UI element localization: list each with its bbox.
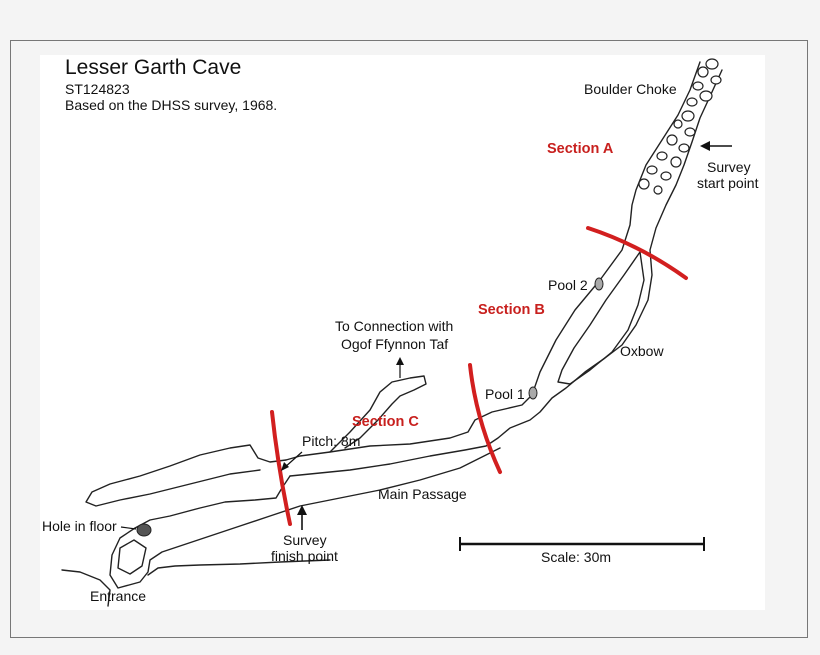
section-c-boundary [270, 410, 292, 526]
section-b-c-divider [468, 363, 502, 474]
boulder [656, 151, 668, 161]
survey-finish-label-line1: Survey [283, 532, 327, 548]
passage-wall-upper-left [285, 61, 701, 461]
boulder [692, 81, 704, 91]
survey-finish-arrow [297, 505, 307, 530]
grid-reference: ST124823 [65, 81, 130, 97]
section-b-label: Section B [478, 302, 545, 318]
oxbow-loop [557, 251, 645, 385]
pool-2-label: Pool 2 [548, 277, 588, 293]
boulder [699, 90, 713, 102]
boulder [646, 165, 658, 175]
main-passage-upper-wall [85, 444, 287, 507]
boulder [673, 119, 683, 129]
oxbow-label: Oxbow [620, 343, 664, 359]
pool-2-marker [594, 277, 604, 291]
boulder [705, 58, 719, 70]
boulder-choke-boulders [638, 58, 722, 195]
hole-in-floor-label: Hole in floor [42, 518, 117, 534]
map-title: Lesser Garth Cave [65, 56, 241, 79]
source-note: Based on the DHSS survey, 1968. [65, 97, 277, 113]
boulder [670, 156, 682, 168]
main-passage-label: Main Passage [378, 486, 467, 502]
section-cut-lines [270, 226, 688, 526]
boulder [684, 127, 696, 137]
connection-branch [329, 375, 427, 453]
boulder [666, 134, 678, 146]
boulder [681, 110, 695, 122]
entrance-label: Entrance [90, 588, 146, 604]
survey-finish-label-line2: finish point [271, 548, 338, 564]
pool-1-marker [528, 386, 538, 400]
entrance-approach-right [147, 559, 331, 576]
pool-1-label: Pool 1 [485, 386, 525, 402]
entrance-approach [61, 569, 111, 607]
connection-label-line1: To Connection with [335, 318, 453, 334]
section-c-label: Section C [352, 414, 419, 430]
survey-start-label-line1: Survey [707, 159, 751, 175]
scale-label: Scale: 30m [541, 549, 611, 565]
entrance-rock [117, 539, 147, 575]
survey-start-label-line2: start point [697, 175, 759, 191]
section-a-b-divider [586, 226, 688, 280]
connection-arrow [396, 357, 404, 378]
hole-in-floor-leader [120, 526, 137, 530]
boulder [710, 75, 722, 85]
pitch-pointer [281, 451, 303, 471]
main-passage-lower-wall [109, 447, 501, 589]
hole-in-floor-marker [136, 523, 152, 537]
boulder [660, 171, 672, 181]
boulder [678, 143, 690, 153]
cave-passage-outline [61, 61, 723, 607]
boulder [686, 97, 698, 107]
survey-start-arrow [700, 141, 732, 151]
scale-bar [459, 537, 705, 551]
pitch-label: Pitch: 8m [302, 433, 360, 449]
boulder [638, 178, 650, 190]
boulder [653, 185, 663, 195]
boulder-choke-label: Boulder Choke [584, 81, 677, 97]
section-a-label: Section A [547, 141, 614, 157]
boulder [697, 66, 709, 78]
connection-label-line2: Ogof Ffynnon Taf [341, 336, 448, 352]
passage-wall-upper-right [289, 69, 723, 477]
